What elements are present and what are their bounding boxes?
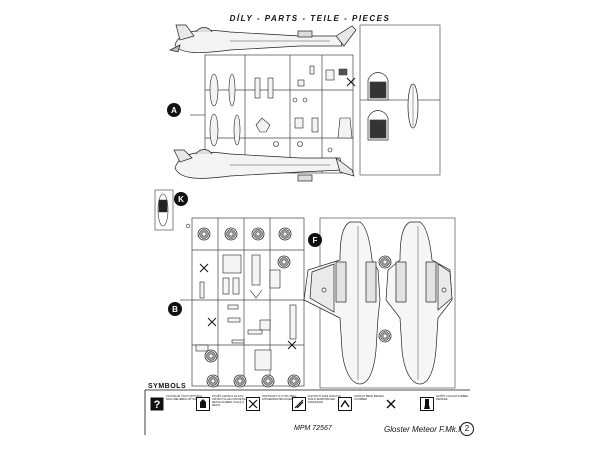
fuselage-half-bottom bbox=[173, 149, 355, 182]
svg-text:K: K bbox=[178, 195, 184, 204]
symbol-cross bbox=[384, 393, 418, 429]
symbol-optional-text: VOLITELNÉ ČÁSTI OPTIONAL NACH BELIEBEN O… bbox=[166, 395, 203, 402]
sprue-b-parts bbox=[195, 254, 297, 371]
svg-text:B: B bbox=[172, 305, 178, 314]
sprue-label-k: K bbox=[174, 192, 188, 206]
svg-text:?: ? bbox=[154, 399, 161, 411]
catalog-number: MPM 72567 bbox=[294, 425, 332, 432]
svg-text:A: A bbox=[171, 106, 177, 115]
sprue-b-wheels bbox=[197, 227, 301, 388]
symbol-scratch-build-text: ZHOTOVIT SAMI SCRATCH BUILD SELBSTBAUEN … bbox=[308, 395, 342, 405]
page-number: 2 bbox=[460, 422, 474, 436]
sprue-label-b: B bbox=[168, 302, 182, 316]
sprue-a-detail bbox=[338, 68, 348, 76]
symbol-metal-glue-text: POUŽIT LEPIDLO NA KOV INSTANT GLUE FOR M… bbox=[212, 395, 246, 408]
model-name: Gloster Meteor F.Mk.I bbox=[384, 425, 461, 434]
question-mark-icon: ? bbox=[150, 397, 164, 411]
symbol-optional: ? VOLITELNÉ ČÁSTI OPTIONAL NACH BELIEBEN… bbox=[150, 393, 202, 429]
symbols-box bbox=[144, 389, 470, 435]
sprue-label-a: A bbox=[167, 103, 181, 117]
cross-icon bbox=[386, 399, 396, 409]
canopy-parts bbox=[367, 72, 419, 141]
symbol-paint: NATŘÍT COLOUR FARBEN PEINDRE bbox=[420, 393, 468, 429]
symbol-metal-glue: POUŽIT LEPIDLO NA KOV INSTANT GLUE FOR M… bbox=[196, 393, 246, 429]
symbols-heading: SYMBOLS bbox=[148, 383, 187, 390]
sprue-b bbox=[180, 217, 305, 387]
sprue-label-f: F bbox=[308, 233, 322, 247]
wing-right bbox=[385, 221, 453, 385]
sprue-a-parts bbox=[209, 65, 353, 153]
symbol-cut-off: ODSTRANIT CUT OFF DRILL ENTFERNEN DETACH… bbox=[246, 393, 297, 429]
symbol-paint-text: NATŘÍT COLOUR FARBEN PEINDRE bbox=[436, 395, 469, 402]
symbol-bend: OHNOUT BEND BIEGEN COURBER bbox=[338, 393, 384, 429]
wing-left bbox=[303, 221, 381, 385]
sprue-k bbox=[154, 189, 191, 231]
symbol-cut-off-text: ODSTRANIT CUT OFF DRILL ENTFERNEN DETACH… bbox=[262, 395, 297, 402]
svg-text:F: F bbox=[313, 236, 318, 245]
symbol-scratch-build: ZHOTOVIT SAMI SCRATCH BUILD SELBSTBAUEN … bbox=[292, 393, 341, 429]
scratch-build-icon bbox=[292, 397, 306, 411]
symbol-bend-text: OHNOUT BEND BIEGEN COURBER bbox=[354, 395, 384, 402]
fuselage-half-top bbox=[168, 24, 357, 53]
metal-glue-icon bbox=[196, 397, 210, 411]
paint-icon bbox=[420, 397, 434, 411]
bend-icon bbox=[338, 397, 352, 411]
cut-off-icon bbox=[246, 397, 260, 411]
sprue-b-cross-marks bbox=[199, 263, 297, 350]
page-title: DÍLY - PARTS - TEILE - PIECES bbox=[229, 14, 391, 23]
